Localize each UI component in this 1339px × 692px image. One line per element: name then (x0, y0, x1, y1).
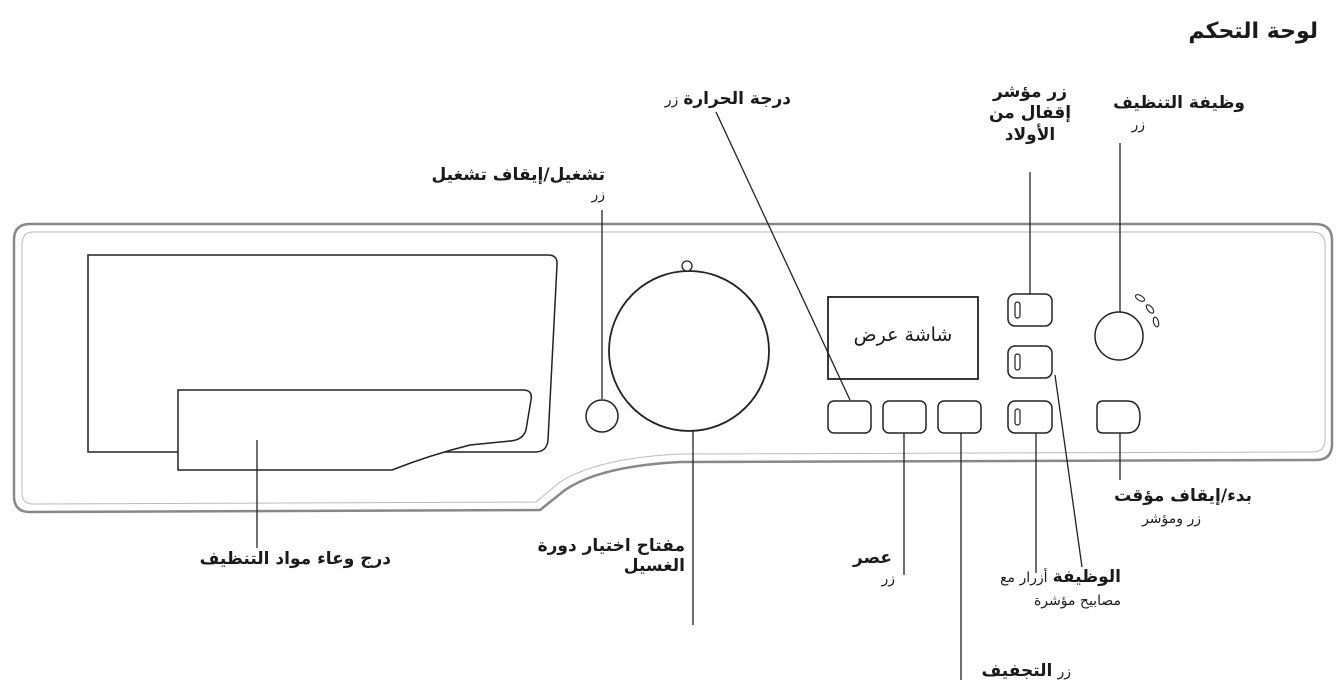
leader-line (1054, 374, 1083, 568)
child-lock-line-1: زر مؤشر (993, 82, 1067, 102)
lamp-indicator (1014, 353, 1021, 371)
function-label: الوظيفة أزرار مع (1000, 568, 1121, 587)
program-selector-label: مفتاح اختيار دورة الغسيل (538, 536, 685, 577)
function-sublabel: مصابيح مؤشرة (1033, 593, 1121, 609)
display-screen (827, 296, 979, 380)
dry-label-bold: التجفيف (981, 661, 1053, 681)
indicator-dot (1152, 316, 1160, 328)
program-selector-line-1: مفتاح اختيار دورة (537, 536, 685, 556)
program-dial[interactable] (608, 270, 770, 432)
drawer-label: درج وعاء مواد التنظيف (199, 549, 391, 569)
program-selector-line-2: الغسيل (623, 556, 685, 577)
display-label: شاشة عرض (853, 324, 953, 346)
temperature-label-sub: زر (664, 92, 679, 108)
power-sublabel: زر (591, 187, 605, 203)
cleaning-function-sublabel: زر (1131, 117, 1145, 133)
spin-label: عصر (853, 548, 892, 568)
dry-button[interactable] (937, 400, 982, 434)
panel-inner-edge (21, 231, 1326, 505)
leader-line (715, 111, 851, 401)
lamp-indicator (1014, 301, 1021, 319)
spin-sublabel: زر (881, 571, 895, 587)
dial-indicator (681, 260, 693, 272)
child-lock-line-2: إقفال من (988, 103, 1072, 124)
function-label-bold: الوظيفة (1052, 567, 1121, 587)
dry-label-sub: زر (1057, 664, 1071, 680)
indicator-dot (1145, 304, 1155, 314)
indicator-dot (1134, 294, 1146, 302)
spin-button[interactable] (882, 400, 927, 434)
power-button[interactable] (585, 399, 619, 433)
power-label: تشغيل/إيقاف تشغيل (431, 165, 606, 185)
cleaning-function-label: وظيفة التنظيف (1113, 93, 1245, 113)
dry-label: زر التجفيف (982, 662, 1071, 681)
start-pause-sublabel: زر ومؤشر (1142, 511, 1201, 527)
child-lock-line-3: الأولاد (1004, 124, 1056, 145)
temperature-label: درجة الحرارة زر (665, 90, 791, 109)
temperature-label-bold: درجة الحرارة (683, 89, 791, 109)
child-lock-label: زر مؤشر إقفال من الأولاد (960, 82, 1100, 146)
drawer-handle[interactable] (177, 389, 533, 471)
start-pause-button[interactable] (1096, 400, 1141, 434)
lamp-indicator (1014, 408, 1021, 426)
temperature-button[interactable] (827, 400, 872, 434)
function-label-sub: أزرار مع (1000, 570, 1048, 586)
page-title: لوحة التحكم (1188, 19, 1318, 44)
cleaning-function-button[interactable] (1094, 311, 1144, 361)
start-pause-label: بدء/إيقاف مؤقت (1114, 486, 1252, 506)
